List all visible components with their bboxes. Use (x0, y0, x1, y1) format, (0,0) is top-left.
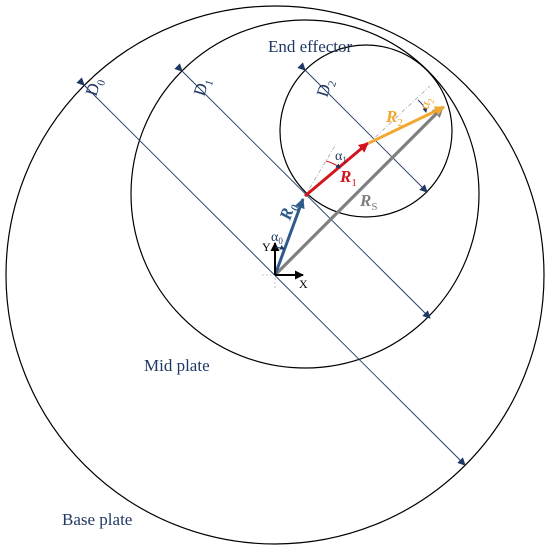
rs-label: RS (359, 191, 377, 213)
d1-label: D1 (190, 75, 216, 99)
a1-reference-line (304, 143, 337, 197)
a2-angle-arc (417, 99, 428, 113)
r2-vector (368, 105, 445, 145)
r1-label: R1 (339, 167, 357, 189)
a2-label: α2 (418, 95, 437, 111)
a2-reference-line (368, 85, 431, 144)
x-axis-label: X (299, 277, 308, 291)
base-plate-circle (5, 5, 545, 545)
y-axis-label: Y (262, 240, 271, 254)
d0-label: D0 (82, 75, 109, 99)
r0-vector (273, 198, 305, 276)
r0-label: R0 (275, 200, 302, 224)
a1-angle-arc (325, 160, 341, 169)
base-plate-label: Base plate (62, 510, 132, 529)
a1-label: α1 (335, 149, 347, 165)
d2-label: D2 (313, 76, 339, 100)
d2-dimension-line (297, 62, 428, 193)
a0-label: α0 (271, 230, 283, 246)
r2-label: R2 (385, 107, 403, 129)
a0-angle-arc (274, 244, 285, 250)
rs-vector (273, 105, 445, 277)
mid-plate-label: Mid plate (144, 356, 210, 375)
end-effector-label: End effector (268, 37, 353, 56)
r1-vector (304, 141, 369, 198)
